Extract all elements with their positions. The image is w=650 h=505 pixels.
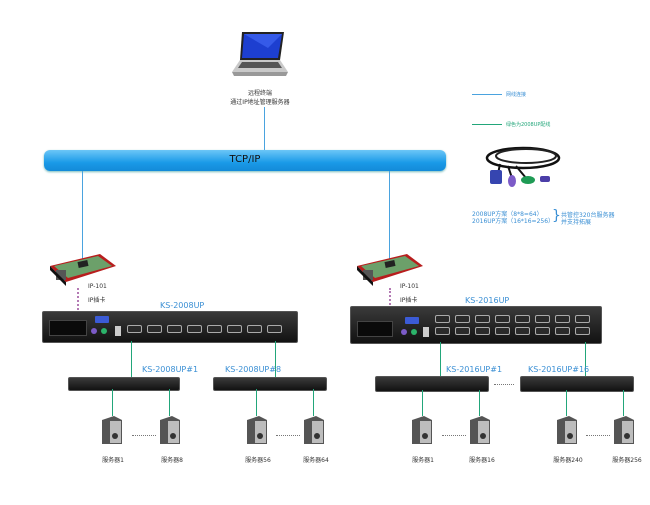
remote-client-label-2: 通过IP地址管理服务器 xyxy=(230,99,290,106)
kvm-cable-icon xyxy=(478,140,568,190)
remote-client-label-1: 远程终端 xyxy=(247,90,272,97)
left-server-link-1 xyxy=(112,389,113,416)
right-kvm-ellipsis xyxy=(494,384,514,385)
server-label: 服务器56 xyxy=(245,457,271,464)
right-ip-card-name: IP插卡 xyxy=(400,297,418,304)
right-slave-16-label: KS-2016UP#16 xyxy=(528,365,590,374)
right-cascade-link-1 xyxy=(440,342,441,377)
right-servers-ellipsis-2 xyxy=(586,435,610,436)
legend-network-label: 网线连接 xyxy=(506,92,527,98)
left-servers-ellipsis-2 xyxy=(276,435,300,436)
right-server-link-256 xyxy=(623,390,624,416)
server-label: 服务器16 xyxy=(469,457,495,464)
server-label: 服务器256 xyxy=(612,457,642,464)
left-ip-card-name: IP插卡 xyxy=(88,297,106,304)
left-server-link-64 xyxy=(313,389,314,416)
left-master-kvm xyxy=(42,311,298,343)
left-server-link-56 xyxy=(256,389,257,416)
left-server-link-8 xyxy=(169,389,170,416)
server-label: 服务器8 xyxy=(161,457,183,464)
server-icon xyxy=(555,416,579,446)
server-icon xyxy=(158,416,182,446)
summary-line-1: 共管控320台服务器 xyxy=(561,212,615,219)
right-server-link-16 xyxy=(479,390,480,416)
left-slave-8-label: KS-2008UP#8 xyxy=(225,365,282,374)
right-server-link-1 xyxy=(422,390,423,416)
right-card-connector xyxy=(389,288,391,308)
plan-2008-note: 2008UP方案（8*8=64） xyxy=(472,211,543,218)
legend-network-line xyxy=(472,94,502,95)
summary-line-2: 并支持拓展 xyxy=(561,219,592,226)
server-label: 服务器240 xyxy=(553,457,583,464)
right-ip-card-model: IP-101 xyxy=(400,283,419,290)
left-slave-1-label: KS-2008UP#1 xyxy=(142,365,199,374)
right-ip-card-icon xyxy=(355,252,425,288)
server-icon xyxy=(302,416,326,446)
legend-cascade-line xyxy=(472,124,502,125)
tcp-ip-network-bus: TCP/IP xyxy=(44,150,446,171)
server-icon xyxy=(245,416,269,446)
tcp-ip-label: TCP/IP xyxy=(229,154,261,165)
left-cascade-link-1 xyxy=(131,341,132,377)
server-icon xyxy=(612,416,636,446)
right-cascade-link-16 xyxy=(585,342,586,377)
right-slave-kvm-16 xyxy=(520,376,634,392)
brace-symbol: } xyxy=(552,208,561,224)
right-server-link-240 xyxy=(566,390,567,416)
left-cascade-link-8 xyxy=(275,341,276,377)
server-icon xyxy=(100,416,124,446)
laptop-icon xyxy=(228,30,290,80)
right-slave-1-label: KS-2016UP#1 xyxy=(446,365,503,374)
server-label: 服务器64 xyxy=(303,457,329,464)
left-ip-card-icon xyxy=(48,252,118,288)
server-label: 服务器1 xyxy=(102,457,124,464)
laptop-link xyxy=(264,107,265,150)
left-card-connector xyxy=(77,288,79,310)
server-label: 服务器1 xyxy=(412,457,434,464)
left-ip-card-model: IP-101 xyxy=(88,283,107,290)
left-master-label: KS-2008UP xyxy=(160,301,205,310)
right-network-link xyxy=(389,171,390,261)
right-slave-kvm-1 xyxy=(375,376,489,392)
right-master-label: KS-2016UP xyxy=(465,296,510,305)
right-master-kvm xyxy=(350,306,602,344)
left-servers-ellipsis-1 xyxy=(132,435,156,436)
plan-2016-note: 2016UP方案（16*16=256） xyxy=(472,218,555,225)
right-servers-ellipsis-1 xyxy=(442,435,466,436)
left-slave-kvm-8 xyxy=(213,377,327,391)
server-icon xyxy=(410,416,434,446)
server-icon xyxy=(468,416,492,446)
left-slave-kvm-1 xyxy=(68,377,180,391)
left-network-link xyxy=(82,171,83,261)
legend-cascade-label: 绿色为2008UP配线 xyxy=(506,122,551,128)
